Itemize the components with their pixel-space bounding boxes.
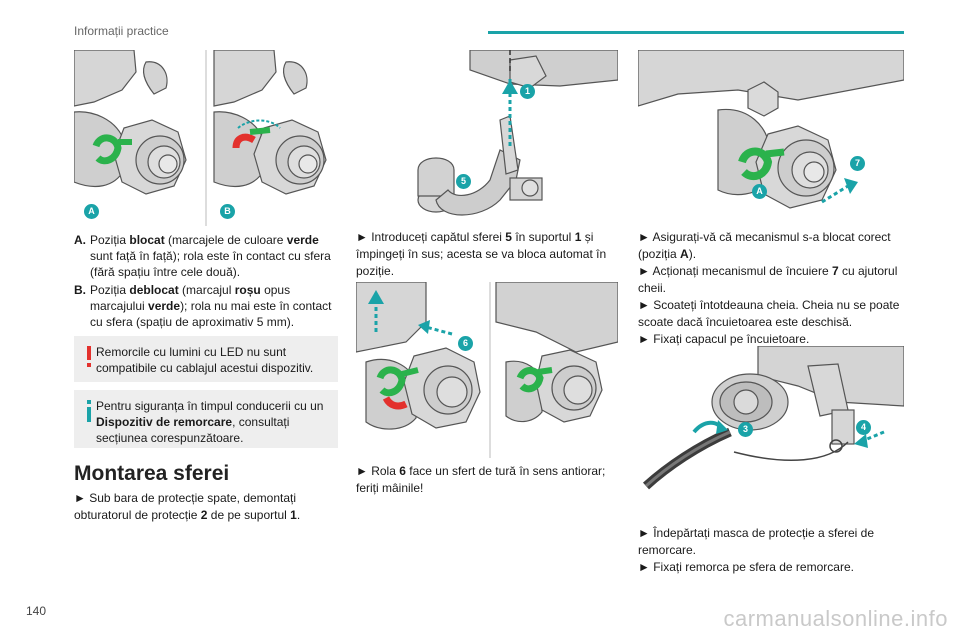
text-bold: Dispozitiv de remorcare — [96, 415, 233, 429]
step-remove-mask: ► Îndepărtați masca de protecție a sfere… — [638, 526, 875, 557]
illustration-insert-ball — [417, 50, 618, 216]
figure-ball-lock-positions: A B — [74, 50, 336, 226]
text: ► Rola — [356, 464, 400, 478]
definition-label: A. — [74, 233, 86, 247]
text: de pe suportul — [207, 508, 291, 522]
text-bold: 1 — [574, 230, 582, 244]
step-attach-trailer: ► Fixați remorca pe sfera de remorcare. — [638, 560, 854, 574]
illustration-wheel-rotation — [356, 282, 618, 458]
step-check-lock: ► Asigurați-vă că mecanismul s-a blocat … — [638, 229, 904, 263]
warning-note: Remorcile cu lumini cu LED nu sunt compa… — [74, 336, 338, 382]
figure-lock-mechanism: 7 A — [638, 50, 904, 226]
text: , consultați secțiunea corespunzătoare. — [96, 415, 290, 445]
figure-key-cable: 3 4 — [638, 346, 904, 516]
badge-step-4: 4 — [856, 420, 871, 435]
text-bold: 2 — [200, 508, 208, 522]
text: (marcajul — [178, 283, 235, 297]
text: opus marcajului — [90, 283, 291, 313]
illustration-lock-mechanism — [638, 50, 904, 209]
page-number: 140 — [26, 604, 47, 618]
text: ► Sub bara de protecție spate, demontați… — [74, 491, 297, 522]
text-bold: 6 — [399, 464, 406, 478]
step-insert-ball: ► Introduceți capătul sferei 5 în suport… — [356, 229, 618, 280]
text: face un sfert de tură în sens antiorar; … — [356, 464, 606, 495]
figure-wheel-rotation: 6 — [356, 282, 618, 458]
text-bold: verde — [148, 299, 181, 313]
text: cu ajutorul cheii. — [638, 264, 898, 295]
right-column-steps-bottom: ► Îndepărtați masca de protecție a sfere… — [638, 525, 904, 576]
text: ► Introduceți capătul sferei — [356, 230, 506, 244]
figure-insert-ball: 1 5 — [360, 50, 618, 220]
step-wheel-rotation: ► Rola 6 face un sfert de tură în sens a… — [356, 463, 618, 497]
definition-position-a: A. Poziția blocat (marcajele de culoare … — [74, 232, 336, 280]
right-column-steps-top: ► Asigurați-vă că mecanismul s-a blocat … — [638, 229, 904, 348]
text: sunt față în față); rola este în contact… — [90, 249, 331, 279]
text: Pentru siguranța în timpul conducerii cu… — [96, 399, 324, 413]
text-bold: 5 — [505, 230, 512, 244]
text: ► Asigurați-vă că mecanismul s-a blocat … — [638, 230, 891, 261]
step-remove-cover: ► Sub bara de protecție spate, demontați… — [74, 490, 336, 524]
badge-step-3: 3 — [738, 422, 753, 437]
header-accent-bar — [488, 31, 904, 34]
text: în suportul — [511, 230, 575, 244]
warning-note-text: Remorcile cu lumini cu LED nu sunt compa… — [96, 345, 314, 375]
text-bold: 1 — [290, 508, 297, 522]
step-fit-cap: ► Fixați capacul pe încuietoare. — [638, 332, 810, 346]
step-remove-key: ► Scoateți întotdeauna cheia. Cheia nu s… — [638, 298, 900, 329]
text: ). — [688, 247, 697, 261]
watermark: carmanualsonline.info — [723, 606, 948, 631]
text-bold: verde — [286, 233, 319, 247]
illustration-key-cable — [642, 346, 904, 490]
badge-position-b: B — [220, 204, 235, 219]
badge-step-5: 5 — [456, 174, 471, 189]
illustration-lock-positions — [74, 50, 327, 226]
badge-wheel-6: 6 — [458, 336, 473, 351]
info-note: Pentru siguranța în timpul conducerii cu… — [74, 390, 338, 448]
definition-label: B. — [74, 283, 86, 297]
badge-lock-7: 7 — [850, 156, 865, 171]
text: și împingeți în sus; acesta se va bloca … — [356, 230, 607, 278]
section-header-title: Informații practice — [74, 24, 169, 38]
text: (marcajele de culoare — [164, 233, 287, 247]
step-operate-lock: ► Acționați mecanismul de încuiere 7 cu … — [638, 263, 904, 297]
exclamation-icon — [87, 346, 91, 367]
text: . — [296, 508, 301, 522]
badge-position-a: A — [84, 204, 99, 219]
text-bold: A — [680, 247, 689, 261]
text: ); rola nu mai este în contact cu sfera … — [90, 299, 332, 329]
text-bold: roșu — [234, 283, 261, 297]
text: Poziția — [90, 283, 130, 297]
text-bold: deblocat — [129, 283, 179, 297]
text: ► Acționați mecanismul de încuiere — [638, 264, 832, 278]
text-bold: blocat — [129, 233, 165, 247]
text-bold: 7 — [831, 264, 839, 278]
info-note-text: Pentru siguranța în timpul conducerii cu… — [96, 398, 328, 446]
info-icon — [87, 400, 91, 422]
text: Poziția — [90, 233, 130, 247]
badge-step-1: 1 — [520, 84, 535, 99]
definition-position-b: B. Poziția deblocat (marcajul roșu opus … — [74, 282, 336, 330]
section-title: Montarea sferei — [74, 462, 230, 485]
badge-position-a: A — [752, 184, 767, 199]
